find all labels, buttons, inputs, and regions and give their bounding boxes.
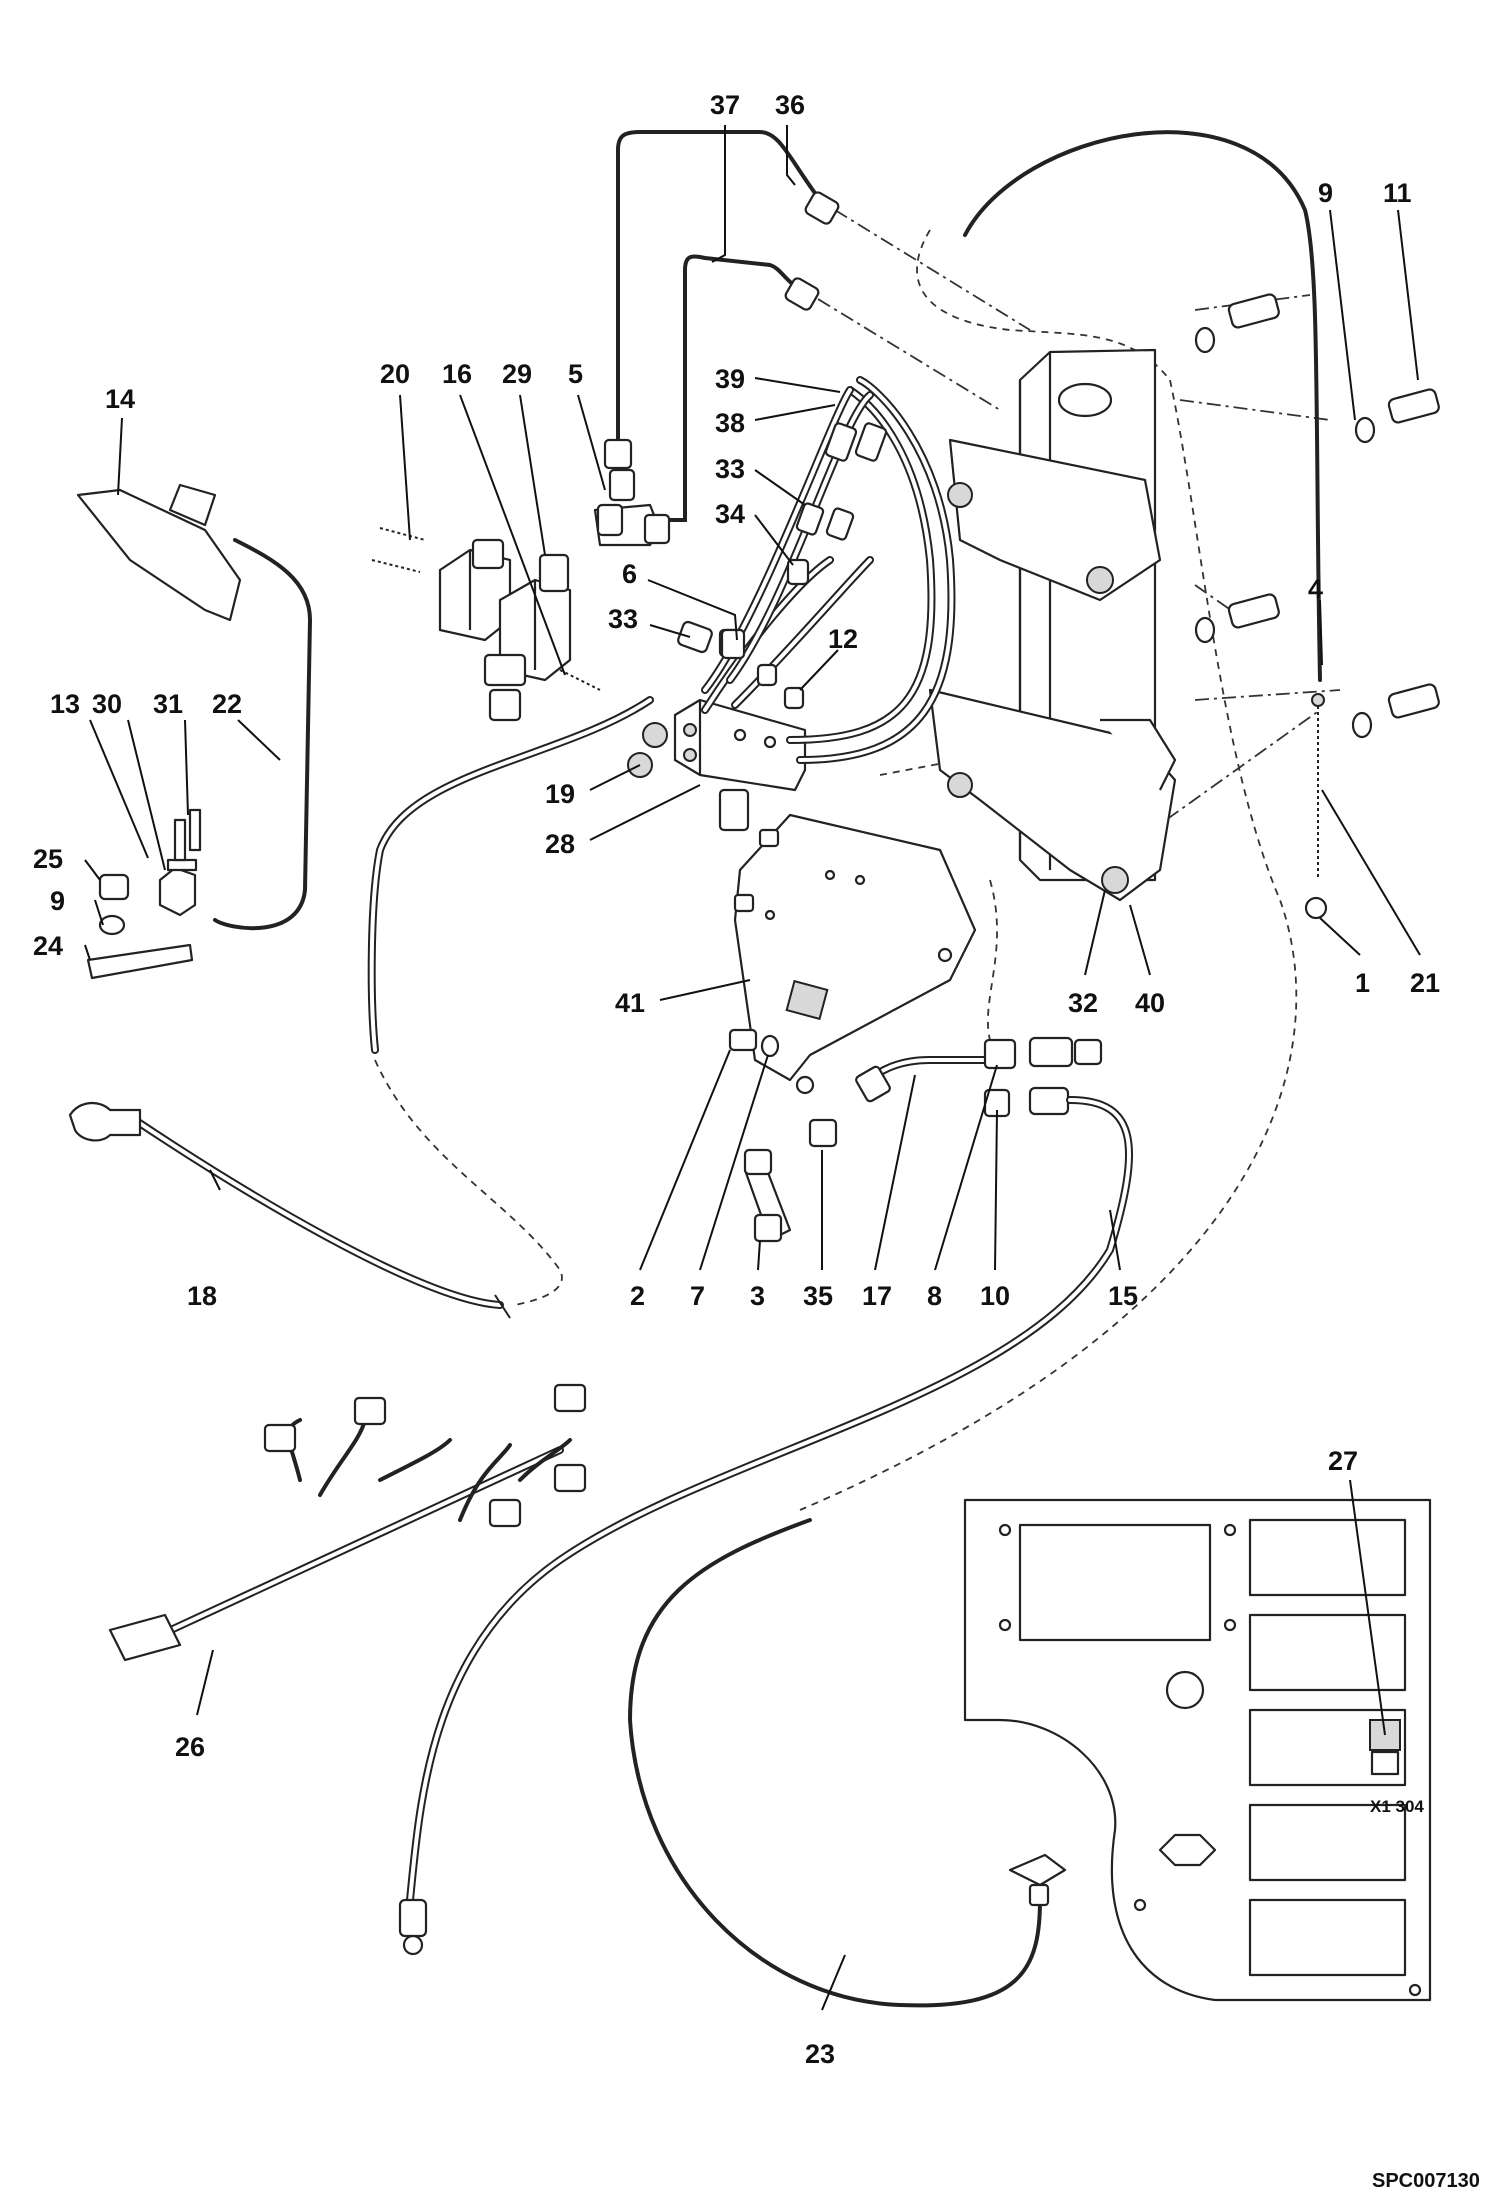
callout-27: 27 — [1328, 1446, 1358, 1476]
callout-2: 2 — [630, 1281, 645, 1311]
callout-37: 37 — [710, 90, 740, 120]
callout-4: 4 — [1308, 574, 1323, 604]
callout-9: 9 — [50, 886, 65, 916]
bolt-2-washer-7 — [728, 1028, 780, 1058]
callout-34: 34 — [715, 499, 745, 529]
callout-1: 1 — [1355, 968, 1370, 998]
callout-29: 29 — [502, 359, 532, 389]
valve-block-28 — [627, 376, 956, 832]
block-13-screw-31 — [86, 808, 202, 980]
panel-marking: X1 304 — [1370, 1797, 1424, 1816]
callout-25: 25 — [33, 844, 63, 874]
callout-19: 19 — [545, 779, 575, 809]
callout-40: 40 — [1135, 988, 1165, 1018]
callout-23: 23 — [805, 2039, 835, 2069]
control-panel-27: X1 304 — [963, 1498, 1432, 2002]
callout-31: 31 — [153, 689, 183, 719]
callout-13: 13 — [50, 689, 80, 719]
leader-lines — [84, 125, 1421, 2011]
callout-38: 38 — [715, 408, 745, 438]
callout-18: 18 — [187, 1281, 217, 1311]
callout-11: 11 — [1383, 178, 1412, 208]
callout-33: 33 — [608, 604, 638, 634]
rod-22 — [213, 538, 313, 931]
hoses-long — [68, 696, 1134, 1956]
callout-32: 32 — [1068, 988, 1098, 1018]
callout-17: 17 — [862, 1281, 892, 1311]
cable-21 — [963, 130, 1328, 920]
cable-23 — [627, 1518, 1067, 2008]
callout-6: 6 — [622, 559, 637, 589]
callout-10: 10 — [980, 1281, 1010, 1311]
callout-41: 41 — [615, 988, 645, 1018]
callout-14: 14 — [105, 384, 135, 414]
fitting-3-35 — [743, 1118, 838, 1243]
mounting-bracket-40 — [928, 348, 1177, 902]
callout-33: 33 — [715, 454, 745, 484]
callout-35: 35 — [803, 1281, 833, 1311]
connection-lines — [374, 209, 1341, 1511]
callout-7: 7 — [690, 1281, 705, 1311]
callout-numbers: 37 36 9 11 20 16 29 5 39 38 14 33 34 6 3… — [33, 90, 1440, 2069]
tubes-36-37 — [603, 130, 840, 522]
callout-16: 16 — [442, 359, 472, 389]
callout-36: 36 — [775, 90, 805, 120]
drawing-reference: SPC007130 — [1372, 2170, 1480, 2192]
pedal-14 — [76, 483, 242, 622]
hose-17 — [855, 1036, 1103, 1118]
callout-28: 28 — [545, 829, 575, 859]
callout-39: 39 — [715, 364, 745, 394]
callout-9: 9 — [1318, 178, 1333, 208]
callout-12: 12 — [828, 624, 858, 654]
callout-20: 20 — [380, 359, 410, 389]
callout-21: 21 — [1410, 968, 1440, 998]
fitting-33-6 — [677, 620, 746, 660]
wiring-harness-26 — [108, 1383, 587, 1662]
base-plate-41 — [733, 813, 977, 1095]
callout-5: 5 — [568, 359, 583, 389]
bolts-right — [1194, 293, 1440, 739]
callout-22: 22 — [212, 689, 242, 719]
callout-8: 8 — [927, 1281, 942, 1311]
tee-fitting-5 — [593, 468, 671, 547]
callout-26: 26 — [175, 1732, 205, 1762]
callout-30: 30 — [92, 689, 122, 719]
callout-15: 15 — [1108, 1281, 1138, 1311]
callout-24: 24 — [33, 931, 63, 961]
solenoid-valves-29 — [371, 527, 601, 722]
callout-3: 3 — [750, 1281, 765, 1311]
